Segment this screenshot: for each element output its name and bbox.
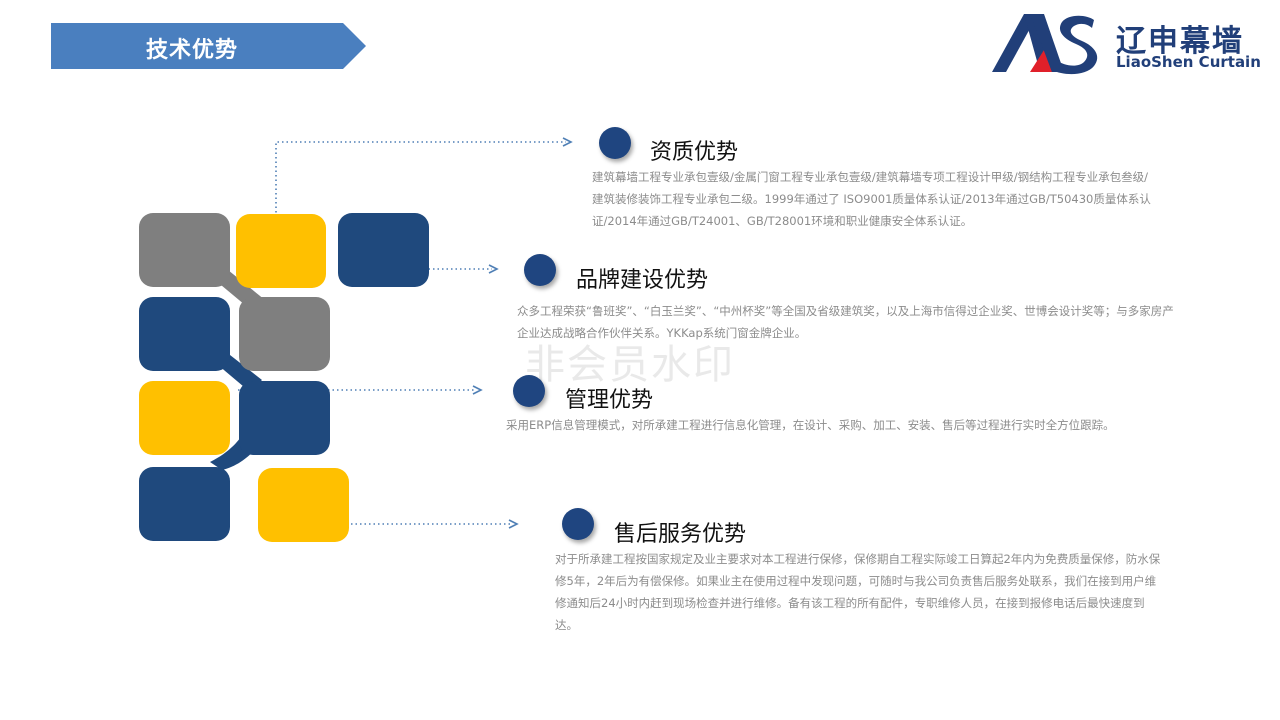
bullet-dot-icon <box>599 127 631 159</box>
tile-gray-1 <box>139 213 230 287</box>
logo-name-cn: 辽申幕墙 <box>1116 24 1244 59</box>
logo-name-en: LiaoShen Curtain <box>1116 53 1261 71</box>
connector-arrow-4 <box>508 519 519 529</box>
watermark: 非会员水印 <box>525 342 735 388</box>
tile-navy-3 <box>239 381 330 455</box>
connector-arrow-3 <box>472 385 483 395</box>
page-title: 技术优势 <box>146 38 239 63</box>
liaoshen-logo-mark-icon <box>992 14 1098 75</box>
tile-navy-2 <box>139 297 230 371</box>
tile-yellow-2 <box>139 381 230 455</box>
company-logo: 辽申幕墙 LiaoShen Curtain <box>990 8 1270 78</box>
bullet-dot-icon <box>513 375 545 407</box>
advantage-body-after-sales: 对于所承建工程按国家规定及业主要求对本工程进行保修，保修期自工程实际竣工日算起2… <box>555 552 1161 632</box>
tile-yellow-3 <box>258 468 349 542</box>
connector-arrow-1 <box>562 137 573 147</box>
tile-yellow-1 <box>236 214 326 288</box>
advantage-body-qualification: 建筑幕墙工程专业承包壹级/金属门窗工程专业承包壹级/建筑幕墙专项工程设计甲级/钢… <box>592 170 1151 228</box>
advantage-body-brand: 众多工程荣获“鲁班奖”、“白玉兰奖”、“中州杯奖”等全国及省级建筑奖，以及上海市… <box>517 304 1174 340</box>
tile-navy-1 <box>338 213 429 287</box>
banner-arrow-shape <box>51 23 366 69</box>
tile-gray-2 <box>239 297 330 371</box>
advantage-title-management: 管理优势 <box>565 388 654 413</box>
tile-navy-4 <box>139 467 230 541</box>
connector-arrow-2 <box>488 264 499 274</box>
advantage-title-qualification: 资质优势 <box>650 140 739 165</box>
bullet-dot-icon <box>562 508 594 540</box>
advantage-title-brand: 品牌建设优势 <box>576 268 709 293</box>
advantage-title-after-sales: 售后服务优势 <box>614 522 747 547</box>
bullet-dot-icon <box>524 254 556 286</box>
advantage-body-management: 采用ERP信息管理模式，对所承建工程进行信息化管理，在设计、采购、加工、安装、售… <box>506 418 1115 432</box>
header-banner: 技术优势 <box>51 23 366 69</box>
